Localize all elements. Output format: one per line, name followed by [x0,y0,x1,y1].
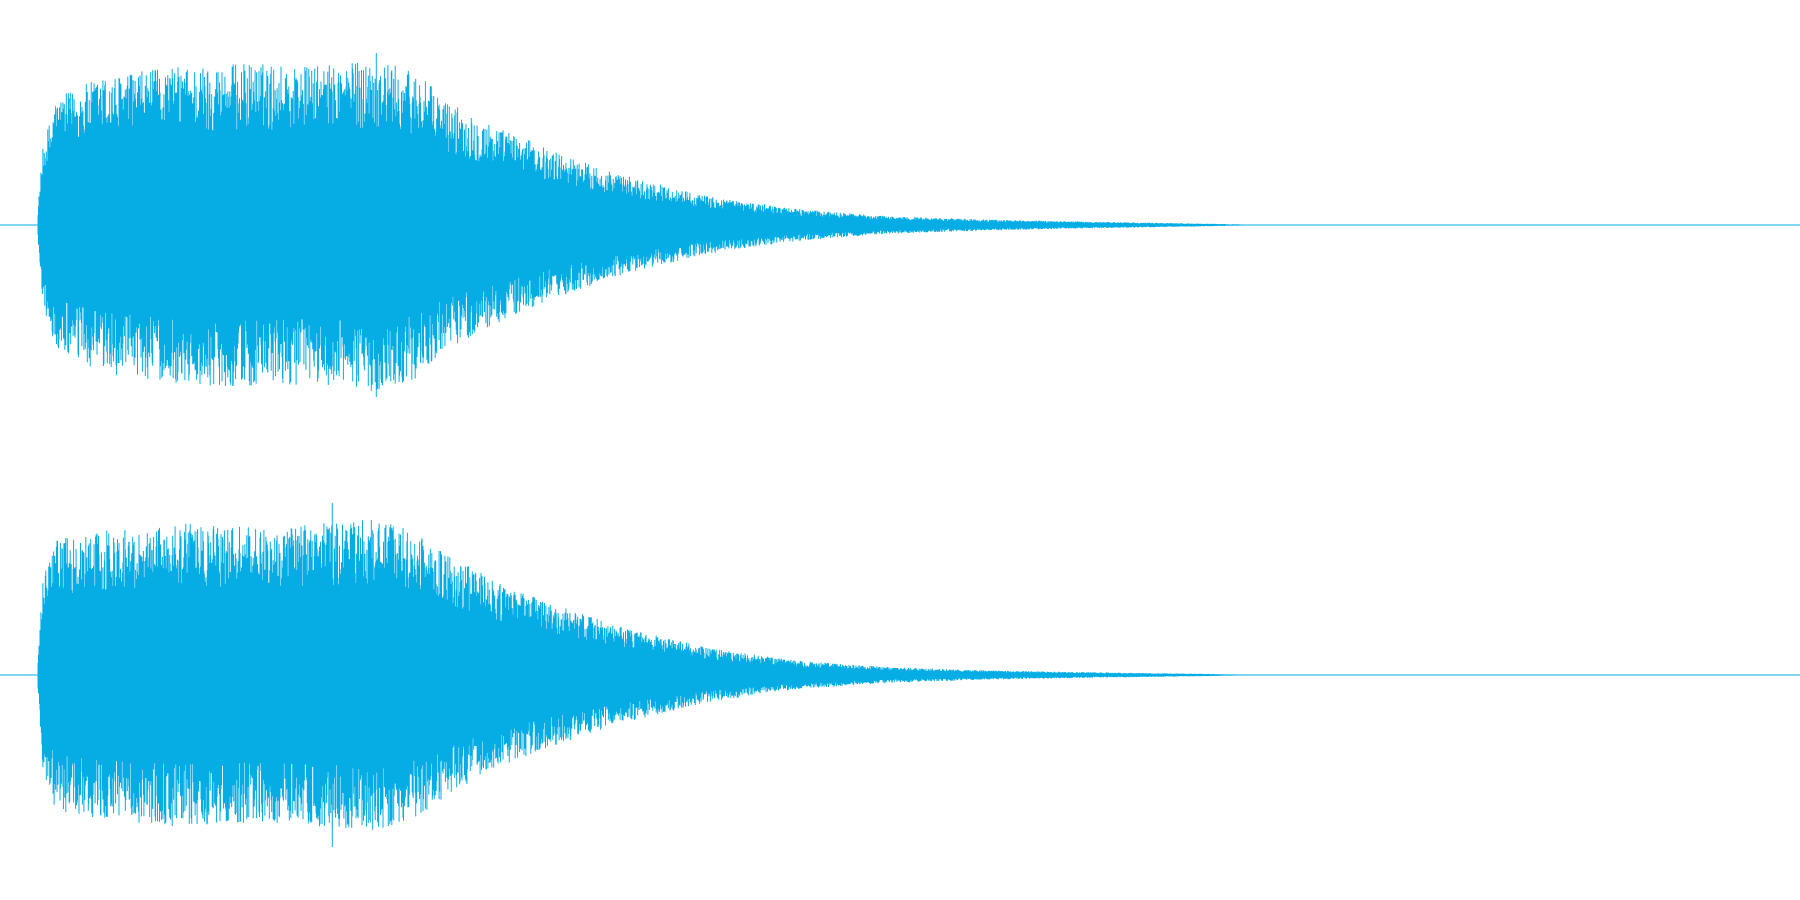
channel-1-waveform [0,53,1800,397]
channel-2-peaks [37,503,1262,847]
channel-2-waveform [0,503,1800,847]
channel-1-peaks [37,53,1263,397]
